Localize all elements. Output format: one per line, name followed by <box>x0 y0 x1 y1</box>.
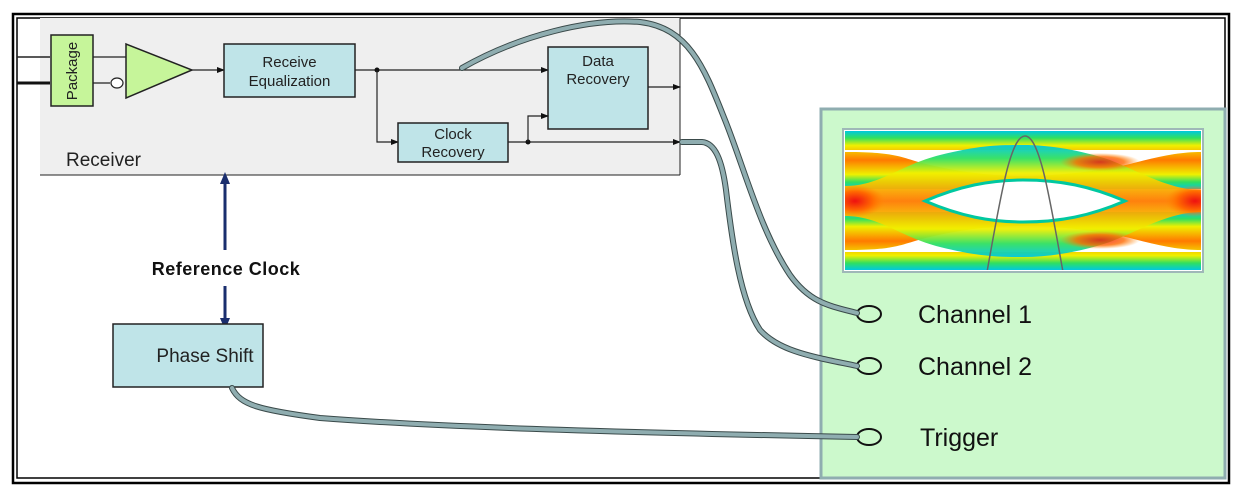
cable-channel-2 <box>680 140 859 368</box>
package-label: Package <box>64 42 81 100</box>
channel-2-label: Channel 2 <box>918 353 1032 381</box>
data-recovery-label-2: Recovery <box>566 71 630 88</box>
package-block <box>50 34 94 107</box>
eye-diagram <box>845 131 1201 270</box>
data-recovery-label-1: Data <box>582 53 614 70</box>
oscilloscope-panel: Channel 1 Channel 2 Trigger <box>819 107 1227 480</box>
amplifier-symbol <box>125 42 194 100</box>
clock-recovery-label-2: Recovery <box>421 144 485 161</box>
data-recovery-block <box>547 46 649 130</box>
receiver-panel: Package Receive Equalization Data Recove… <box>17 18 681 176</box>
phase-shift-block: Phase Shift <box>112 323 264 388</box>
receiver-label: Receiver <box>66 150 142 171</box>
probe-cables <box>229 18 860 440</box>
clock-recovery-label-1: Clock <box>434 126 472 143</box>
inverting-input-bubble <box>110 77 124 89</box>
channel-1-label: Channel 1 <box>918 301 1032 329</box>
eye-opening <box>921 178 1129 224</box>
phase-shift-label: Phase Shift <box>156 346 254 367</box>
jitter-distribution-curve <box>986 135 1064 270</box>
outer-frame <box>11 12 1231 485</box>
receive-equalization-label-1: Receive <box>262 54 316 71</box>
receive-equalization-block <box>223 43 356 98</box>
cable-trigger <box>230 386 859 439</box>
reference-clock-connector: Reference Clock <box>152 172 301 330</box>
reference-clock-label: Reference Clock <box>152 259 301 279</box>
cable-channel-1 <box>460 19 859 315</box>
receive-equalization-label-2: Equalization <box>249 73 331 90</box>
trigger-label: Trigger <box>920 424 998 452</box>
